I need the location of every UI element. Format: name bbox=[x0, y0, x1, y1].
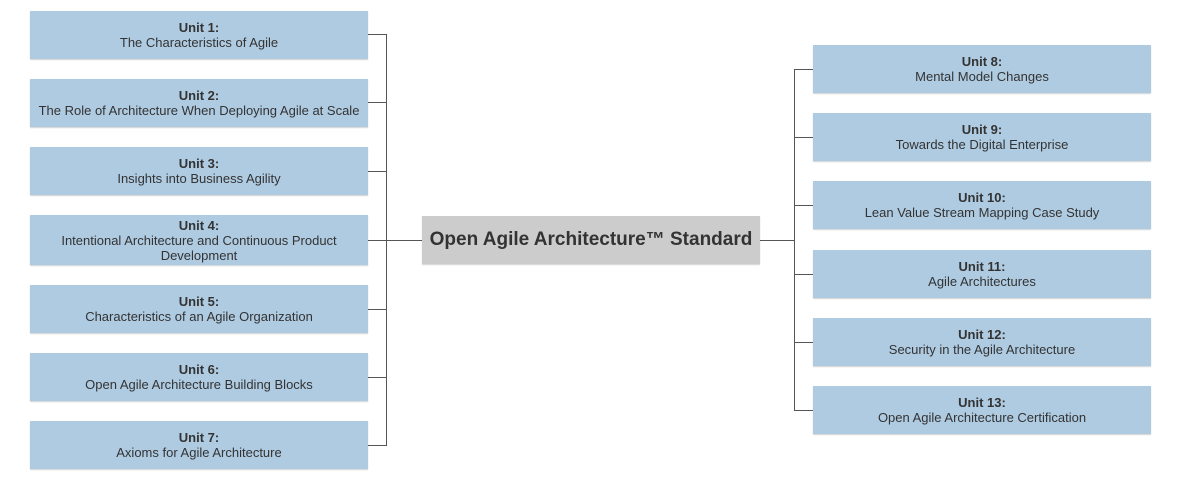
unit-node-2[interactable]: Unit 2: The Role of Architecture When De… bbox=[30, 79, 368, 127]
unit-node-10[interactable]: Unit 10: Lean Value Stream Mapping Case … bbox=[813, 181, 1151, 229]
unit-number: Unit 9: bbox=[961, 122, 1003, 137]
unit-number: Unit 7: bbox=[178, 430, 220, 445]
unit-node-13[interactable]: Unit 13: Open Agile Architecture Certifi… bbox=[813, 386, 1151, 434]
unit-number: Unit 10: bbox=[958, 190, 1006, 205]
unit-number: Unit 13: bbox=[958, 395, 1006, 410]
unit-title: Open Agile Architecture Building Blocks bbox=[85, 377, 313, 392]
unit-title: Lean Value Stream Mapping Case Study bbox=[864, 205, 1100, 220]
unit-title: Intentional Architecture and Continuous … bbox=[61, 232, 337, 263]
unit-number: Unit 11: bbox=[958, 259, 1006, 274]
unit-node-1[interactable]: Unit 1: The Characteristics of Agile bbox=[30, 11, 368, 59]
unit-title: Mental Model Changes bbox=[915, 69, 1049, 84]
central-topic-label: Open Agile Architecture™ Standard bbox=[429, 229, 753, 250]
unit-title: Open Agile Architecture Certification bbox=[877, 410, 1087, 425]
central-topic[interactable]: Open Agile Architecture™ Standard bbox=[422, 216, 760, 264]
unit-node-5[interactable]: Unit 5: Characteristics of an Agile Orga… bbox=[30, 285, 368, 333]
unit-number: Unit 1: bbox=[178, 20, 220, 35]
unit-number: Unit 2: bbox=[178, 88, 220, 103]
unit-number: Unit 6: bbox=[178, 362, 220, 377]
unit-number: Unit 12: bbox=[958, 327, 1006, 342]
unit-title: Axioms for Agile Architecture bbox=[116, 445, 282, 460]
unit-node-12[interactable]: Unit 12: Security in the Agile Architect… bbox=[813, 318, 1151, 366]
unit-node-6[interactable]: Unit 6: Open Agile Architecture Building… bbox=[30, 353, 368, 401]
unit-node-8[interactable]: Unit 8: Mental Model Changes bbox=[813, 45, 1151, 93]
unit-title: Agile Architectures bbox=[928, 274, 1036, 289]
unit-number: Unit 5: bbox=[178, 294, 220, 309]
unit-title: Security in the Agile Architecture bbox=[888, 342, 1076, 357]
unit-title: The Role of Architecture When Deploying … bbox=[38, 103, 360, 118]
unit-node-9[interactable]: Unit 9: Towards the Digital Enterprise bbox=[813, 113, 1151, 161]
unit-title: The Characteristics of Agile bbox=[119, 35, 279, 50]
unit-title: Characteristics of an Agile Organization bbox=[85, 309, 313, 324]
unit-node-7[interactable]: Unit 7: Axioms for Agile Architecture bbox=[30, 421, 368, 469]
unit-node-4[interactable]: Unit 4: Intentional Architecture and Con… bbox=[30, 215, 368, 265]
unit-number: Unit 8: bbox=[961, 54, 1003, 69]
unit-title: Towards the Digital Enterprise bbox=[895, 137, 1069, 152]
unit-title: Insights into Business Agility bbox=[117, 171, 281, 186]
unit-node-3[interactable]: Unit 3: Insights into Business Agility bbox=[30, 147, 368, 195]
unit-number: Unit 3: bbox=[178, 156, 220, 171]
unit-number: Unit 4: bbox=[178, 217, 220, 233]
unit-node-11[interactable]: Unit 11: Agile Architectures bbox=[813, 250, 1151, 298]
